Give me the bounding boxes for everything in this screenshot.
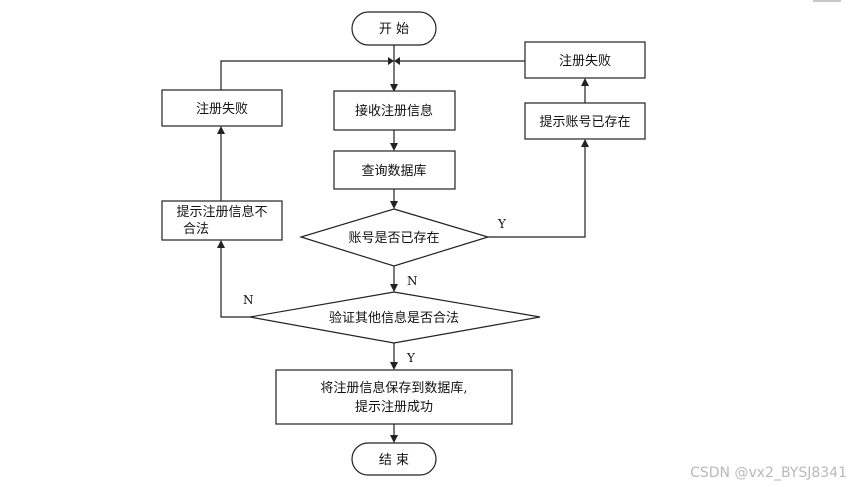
edge-label-validate-no: N — [243, 293, 254, 307]
end-label: 结 束 — [379, 453, 409, 468]
receive-info-box — [333, 90, 456, 131]
prompt-invalid-box — [161, 200, 283, 241]
top-right-mark — [813, 0, 841, 2]
edge-label-validate-yes: Y — [406, 351, 416, 365]
edge-exists-yes-to-prompt — [488, 145, 586, 238]
arrowhead — [390, 84, 398, 92]
account-exists-decision — [298, 208, 491, 267]
end-terminator — [351, 442, 437, 476]
arrowhead — [390, 143, 398, 151]
prompt-invalid-label-line2: 合法 — [183, 222, 209, 237]
validate-label: 验证其他信息是否合法 — [329, 310, 459, 326]
edge-label-exists-no: N — [407, 274, 418, 288]
arrowhead — [581, 78, 589, 86]
account-exists-label: 账号是否已存在 — [348, 231, 439, 246]
edge-validate-no-to-prompt — [220, 246, 250, 318]
arrowhead — [390, 362, 398, 370]
save-label-line2: 提示注册成功 — [355, 399, 433, 415]
save-box — [275, 369, 513, 425]
prompt-exists-label: 提示账号已存在 — [539, 114, 630, 130]
fail-left-label: 注册失败 — [196, 102, 248, 117]
query-db-label: 查询数据库 — [361, 163, 426, 179]
prompt-exists-box — [524, 102, 646, 140]
prompt-invalid-label-line1: 提示注册信息不 — [176, 204, 267, 220]
arrowhead — [390, 201, 398, 209]
query-db-box — [333, 150, 456, 190]
arrowhead — [390, 284, 398, 292]
edge-label-exists-yes: Y — [497, 217, 507, 231]
validate-decision — [249, 291, 541, 344]
fail-right-box — [524, 41, 646, 79]
arrowhead — [217, 240, 225, 248]
arrowhead — [394, 57, 400, 65]
receive-info-label: 接收注册信息 — [355, 103, 433, 119]
arrowhead — [390, 435, 398, 443]
watermark: CSDN @vx2_BYSJ8341 — [690, 465, 847, 481]
fail-left-box — [161, 89, 283, 127]
edge-fail-left-loop — [220, 60, 388, 90]
start-label: 开 始 — [379, 22, 409, 37]
save-label-line1: 将注册信息保存到数据库, — [320, 380, 467, 396]
arrowhead — [581, 139, 589, 147]
arrowhead — [388, 57, 394, 65]
fail-right-label: 注册失败 — [559, 54, 611, 69]
arrowhead — [217, 126, 225, 134]
start-terminator — [351, 11, 437, 46]
